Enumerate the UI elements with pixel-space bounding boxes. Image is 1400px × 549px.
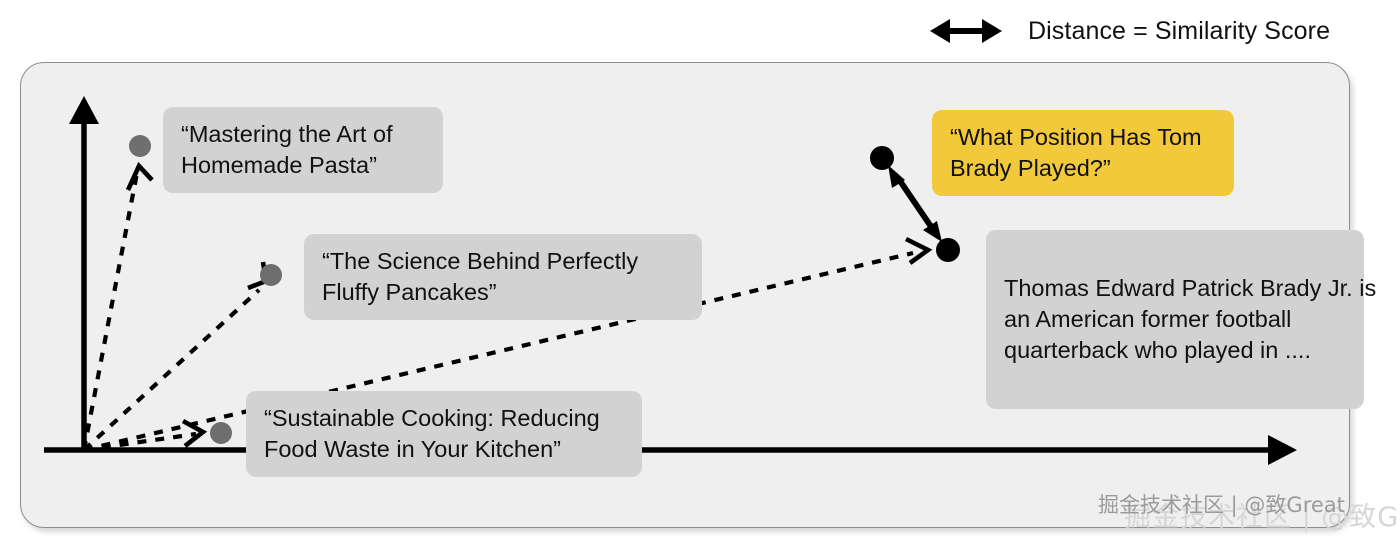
point-brady-document[interactable] — [936, 238, 960, 262]
point-pasta[interactable] — [129, 135, 151, 157]
arrowhead-brady-doc — [904, 236, 933, 265]
point-sustainable[interactable] — [210, 422, 232, 444]
label-brady-document[interactable]: Thomas Edward Patrick Brady Jr. is an Am… — [986, 230, 1376, 409]
label-brady-query[interactable]: “What Position Has Tom Brady Played?” — [932, 110, 1234, 196]
watermark-ghost: 掘金技术社区 | @致Great — [1124, 502, 1400, 533]
arrowhead-sustainable — [181, 418, 208, 448]
point-brady-query[interactable] — [870, 146, 894, 170]
vector-to-pancakes — [82, 288, 261, 452]
vector-to-brady-doc — [83, 250, 914, 453]
distance-double-arrow — [888, 165, 942, 242]
watermark-text: 掘金技术社区 | @致Great — [1098, 493, 1345, 517]
legend: Distance = Similarity Score — [930, 14, 1330, 48]
brady-document-text: Thomas Edward Patrick Brady Jr. is an Am… — [1004, 275, 1377, 363]
y-axis-arrowhead — [69, 96, 99, 124]
label-pasta[interactable]: “Mastering the Art of Homemade Pasta” — [163, 107, 443, 193]
watermark: 掘金技术社区 | @致Great 掘金技术社区 | @致Great — [1098, 489, 1400, 533]
vector-to-pasta — [81, 172, 140, 451]
arrowhead-pasta — [125, 161, 154, 191]
point-pancakes[interactable] — [260, 264, 282, 286]
label-pancakes[interactable]: “The Science Behind Perfectly Fluffy Pan… — [304, 234, 702, 320]
double-headed-arrow-icon — [930, 19, 1002, 43]
legend-label: Distance = Similarity Score — [1028, 16, 1331, 45]
x-axis-arrowhead — [1268, 435, 1297, 465]
label-sustainable-cooking[interactable]: “Sustainable Cooking: Reducing Food Wast… — [246, 391, 642, 477]
